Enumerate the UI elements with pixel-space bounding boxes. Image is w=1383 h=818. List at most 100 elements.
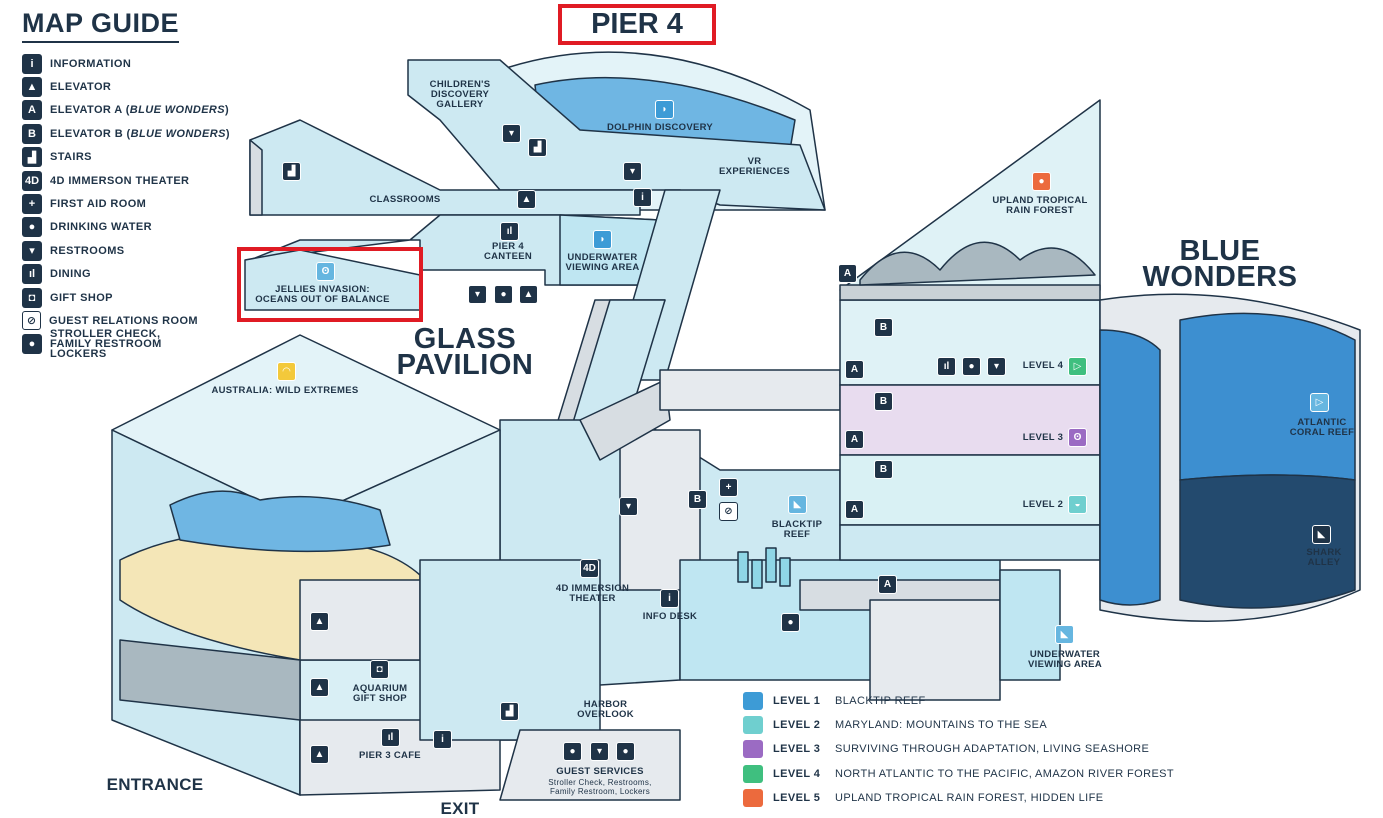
information-icon[interactable]: i (660, 589, 679, 608)
stairs-icon[interactable]: ▟ (282, 162, 301, 181)
elevator-a-icon[interactable]: A (878, 575, 897, 594)
elevator-b-icon[interactable]: B (874, 318, 893, 337)
drinking-water-icon[interactable]: ● (494, 285, 513, 304)
classrooms-label[interactable]: CLASSROOMS (369, 194, 441, 205)
4d-icon[interactable]: 4D (580, 559, 599, 578)
dolphin-discovery-label[interactable]: DOLPHIN DISCOVERY (606, 122, 714, 133)
dolphin-icon[interactable]: ◗ (593, 230, 612, 249)
shark-icon[interactable]: ◣ (1312, 525, 1331, 544)
underwater-viewing-label-2[interactable]: UNDERWATER VIEWING AREA (1028, 649, 1102, 670)
frog-icon[interactable]: ● (1032, 172, 1051, 191)
pier3-cafe-label[interactable]: PIER 3 CAFE (359, 750, 421, 761)
elevator-icon[interactable]: ▲ (310, 678, 329, 697)
level-description: MARYLAND: MOUNTAINS TO THE SEA (835, 719, 1048, 732)
australia-label[interactable]: AUSTRALIA: WILD EXTREMES (211, 385, 359, 396)
dolphin-icon[interactable]: ◗ (655, 100, 674, 119)
atlantic-coral-reef-label[interactable]: ATLANTIC CORAL REEF (1289, 417, 1355, 438)
level-description: UPLAND TROPICAL RAIN FOREST, HIDDEN LIFE (835, 791, 1104, 804)
guide-item: ◘GIFT SHOP (22, 286, 237, 309)
shark-alley-label[interactable]: SHARK ALLEY (1306, 547, 1342, 568)
harbor-overlook-label[interactable]: HARBOR OVERLOOK (577, 699, 634, 720)
level-name: LEVEL 3 (773, 743, 821, 756)
jellies-invasion-label[interactable]: JELLIES INVASION: OCEANS OUT OF BALANCE (255, 284, 390, 305)
elevator-icon: ▲ (22, 77, 42, 98)
elevator-b-icon[interactable]: B (874, 460, 893, 479)
level-description: SURVIVING THROUGH ADAPTATION, LIVING SEA… (835, 743, 1150, 756)
first-aid-icon[interactable]: + (719, 478, 738, 497)
guide-item-label: ELEVATOR A (BLUE WONDERS) (50, 104, 230, 117)
guide-item: ⊘GUEST RELATIONS ROOM (22, 309, 237, 332)
elevator-icon[interactable]: ▲ (310, 745, 329, 764)
information-icon[interactable]: i (633, 188, 652, 207)
aquarium-gift-shop-label[interactable]: AQUARIUM GIFT SHOP (352, 683, 408, 704)
restroom-icon[interactable]: ▾ (623, 162, 642, 181)
restroom-icon[interactable]: ▾ (468, 285, 487, 304)
guest-relations-icon[interactable]: ⊘ (719, 502, 738, 521)
restroom-icon[interactable]: ▾ (987, 357, 1006, 376)
entrance-label[interactable]: ENTRANCE (106, 775, 204, 794)
guide-item-label: STROLLER CHECK, FAMILY RESTROOM LOCKERS (50, 328, 162, 361)
guide-item-label: STAIRS (50, 151, 92, 164)
level-row: LEVEL 2 MARYLAND: MOUNTAINS TO THE SEA (743, 713, 1183, 737)
level-icon (743, 764, 763, 783)
restroom-icon[interactable]: ▾ (590, 742, 609, 761)
level-name: LEVEL 2 (773, 719, 821, 732)
elevator-b-icon: B (22, 123, 42, 144)
drinking-water-icon[interactable]: ● (616, 742, 635, 761)
childrens-discovery-label[interactable]: CHILDREN'S DISCOVERY GALLERY (429, 79, 491, 110)
dining-icon[interactable]: ıl (937, 357, 956, 376)
elevator-b-icon[interactable]: B (874, 392, 893, 411)
shark-fin-icon[interactable]: ◣ (788, 495, 807, 514)
pier-4-heading: PIER 4 (558, 4, 716, 45)
dining-icon[interactable]: ıl (381, 728, 400, 747)
jellyfish-icon[interactable]: ʘ (316, 262, 335, 281)
elevator-a-icon[interactable]: A (845, 360, 864, 379)
pier4-canteen-label[interactable]: PIER 4 CANTEEN (483, 241, 533, 262)
stroller-icon: ● (22, 334, 42, 355)
elevator-a-icon[interactable]: A (845, 430, 864, 449)
restroom-icon[interactable]: ▾ (619, 497, 638, 516)
upland-rainforest-label[interactable]: UPLAND TROPICAL RAIN FOREST (992, 195, 1088, 216)
4d-theater-label[interactable]: 4D IMMERSION THEATER (555, 583, 630, 604)
australia-icon[interactable]: ◠ (277, 362, 296, 381)
stairs-icon[interactable]: ▟ (500, 702, 519, 721)
underwater-viewing-label-1[interactable]: UNDERWATER VIEWING AREA (565, 252, 640, 273)
level-icon (743, 692, 763, 711)
blacktip-reef-label[interactable]: BLACKTIP REEF (771, 519, 823, 540)
elevator-icon[interactable]: ▲ (310, 612, 329, 631)
restroom-icon[interactable]: ▾ (502, 124, 521, 143)
fish-icon[interactable]: ▷ (1068, 357, 1087, 376)
stroller-icon[interactable]: ● (563, 742, 582, 761)
elevator-a-icon[interactable]: A (845, 500, 864, 519)
guide-item: ▟STAIRS (22, 146, 237, 169)
shark-fin-icon[interactable]: ◣ (1055, 625, 1074, 644)
information-icon[interactable]: i (433, 730, 452, 749)
fish-icon[interactable]: ▷ (1310, 393, 1329, 412)
level-icon (743, 788, 763, 807)
level-2-label[interactable]: LEVEL 2 (1022, 499, 1064, 510)
guide-item-label: DINING (50, 268, 91, 281)
drinking-water-icon[interactable]: ● (962, 357, 981, 376)
dining-icon[interactable]: ıl (500, 222, 519, 241)
info-desk-label[interactable]: INFO DESK (642, 611, 698, 622)
elevator-a-icon[interactable]: A (838, 264, 857, 283)
guest-services-label[interactable]: GUEST SERVICES (556, 766, 644, 777)
guide-item: +FIRST AID ROOM (22, 192, 237, 215)
blue-wonders-title: BLUE WONDERS (1142, 235, 1298, 293)
level-3-label[interactable]: LEVEL 3 (1022, 432, 1064, 443)
elevator-icon[interactable]: ▲ (517, 190, 536, 209)
stairs-icon[interactable]: ▟ (528, 138, 547, 157)
exit-label[interactable]: EXIT (440, 799, 480, 818)
jellyfish-icon[interactable]: ʘ (1068, 428, 1087, 447)
level-4-label[interactable]: LEVEL 4 (1022, 360, 1064, 371)
drinking-water-icon[interactable]: ● (781, 613, 800, 632)
gift-shop-icon[interactable]: ◘ (370, 660, 389, 679)
guide-item-label: FIRST AID ROOM (50, 198, 147, 211)
turtle-icon[interactable]: ◒ (1068, 495, 1087, 514)
elevator-b-icon[interactable]: B (688, 490, 707, 509)
elevator-icon[interactable]: ▲ (519, 285, 538, 304)
vr-experiences-label[interactable]: VR EXPERIENCES (719, 156, 790, 177)
